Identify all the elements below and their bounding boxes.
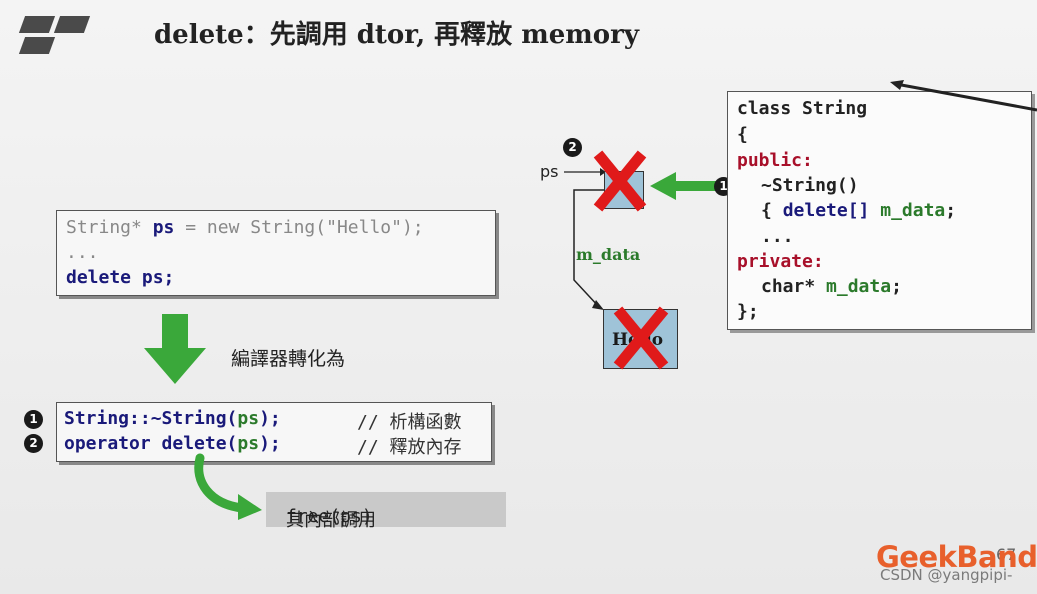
csdn-watermark: CSDN @yangpipi- <box>880 566 1013 584</box>
slide-title: delete：先調用 dtor, 再釋放 memory <box>154 20 639 50</box>
code-snippet-expansion: String::~String(ps); // 析構函數 operator de… <box>56 402 492 462</box>
pointer-stick <box>890 80 1037 112</box>
step-badge-2: 2 <box>24 434 43 453</box>
code-line-new: String* ps = new String("Hello"); <box>66 217 424 238</box>
page-number: 67 <box>996 545 1017 564</box>
left-arrow-icon <box>650 172 754 200</box>
ps-label: ps <box>540 162 559 181</box>
curved-arrow-icon <box>194 453 262 520</box>
code-line-operator-delete: operator delete(ps); <box>64 433 281 454</box>
code-line-dtor-call: String::~String(ps); <box>64 408 281 429</box>
comment-dtor: // 析構函數 <box>357 412 462 433</box>
free-note: 其內部調用 free(ps) <box>266 492 506 531</box>
comment-free: // 釋放內存 <box>357 437 462 458</box>
cross-icon <box>593 150 647 212</box>
mdata-label: m_data <box>576 245 641 264</box>
cross-icon <box>613 306 669 370</box>
geekband-logo: GeekBand <box>876 540 1037 574</box>
pointer-arrows <box>564 168 622 310</box>
title-decoration <box>18 16 126 54</box>
ps-var: ps <box>152 217 175 238</box>
down-arrow-icon <box>144 314 206 384</box>
step-badge-1: 1 <box>24 410 43 429</box>
compile-label: 編譯器轉化為 <box>231 348 346 370</box>
class-definition: class String { public: ~String() { delet… <box>727 91 1032 330</box>
code-line-delete: delete ps; <box>66 267 175 288</box>
diagram-badge-2: 2 <box>563 138 582 157</box>
code-line-ellipsis: ... <box>66 242 99 263</box>
code-snippet-delete: String* ps = new String("Hello"); ... de… <box>56 210 496 296</box>
